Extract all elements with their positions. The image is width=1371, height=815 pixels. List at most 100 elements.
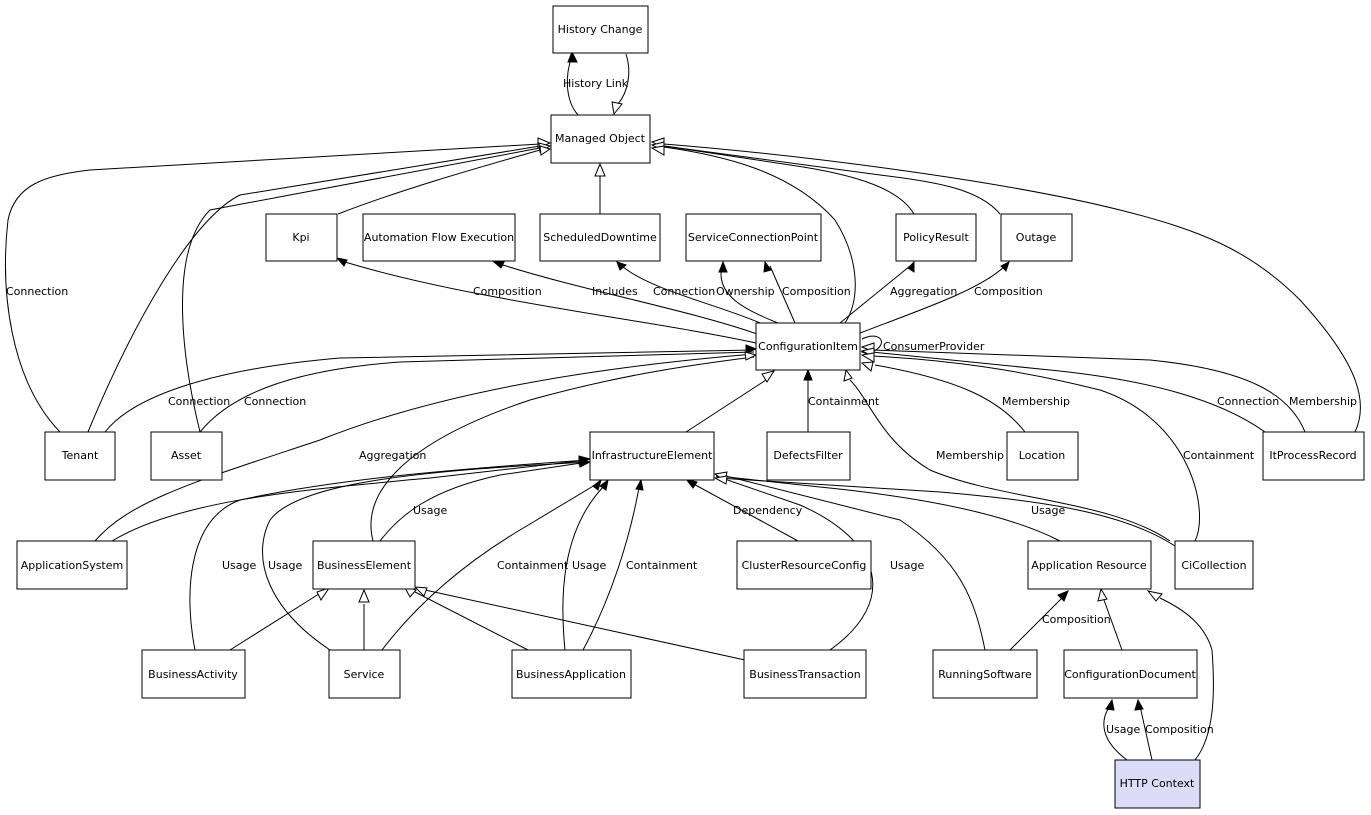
arrowhead	[763, 260, 772, 273]
node-kpi[interactable]: Kpi	[265, 213, 338, 262]
arrowhead	[594, 162, 606, 177]
node-defects-filter[interactable]: DefectsFilter	[766, 431, 851, 481]
node-business-transaction[interactable]: BusinessTransaction	[743, 649, 867, 699]
node-label: ClusterResourceConfig	[742, 559, 867, 572]
edge-label-history-link: History Link	[563, 77, 629, 90]
arrowhead	[492, 261, 505, 269]
node-label: Asset	[171, 449, 202, 462]
edge-be-ci	[370, 356, 755, 542]
node-automation-flow-execution[interactable]: Automation Flow Execution	[362, 213, 516, 262]
arrowhead	[650, 145, 665, 156]
edge-label-ci-consumer-provider: ConsumerProvider	[883, 340, 985, 353]
edge-ie-ci	[685, 379, 767, 433]
arrowhead	[1134, 698, 1144, 711]
edge-label-loc-ci-membership: Membership	[1002, 395, 1070, 408]
node-ci-collection[interactable]: CiCollection	[1174, 540, 1254, 590]
edge-label-http-cd-usage: Usage	[1106, 723, 1141, 736]
node-scheduled-downtime[interactable]: ScheduledDowntime	[539, 213, 661, 262]
edge-asset-mo	[182, 147, 541, 433]
edge-ci-pr	[839, 265, 911, 324]
arrowhead	[567, 50, 578, 63]
arrowhead	[860, 352, 875, 363]
node-cluster-resource-config[interactable]: ClusterResourceConfig	[736, 540, 872, 590]
node-outage[interactable]: Outage	[1000, 213, 1073, 262]
node-business-application[interactable]: BusinessApplication	[511, 649, 632, 699]
edge-label-ci-afe-includes: Includes	[592, 285, 638, 298]
node-label: History Change	[558, 23, 643, 36]
edge-ipr-ci-conn	[871, 351, 1266, 433]
edge-kpi-mo	[337, 149, 541, 215]
node-label: ConfigurationDocument	[1064, 668, 1196, 681]
edge-label-ci-pr-aggregation: Aggregation	[890, 285, 957, 298]
node-label: Location	[1019, 449, 1066, 462]
edge-ci-mo	[663, 146, 856, 324]
edge-tenant-ci	[104, 349, 755, 433]
edge-cic-ci-member	[849, 379, 1171, 542]
arrowhead	[1105, 698, 1115, 711]
node-configuration-document[interactable]: ConfigurationDocument	[1063, 649, 1198, 699]
arrowhead	[907, 260, 915, 273]
edge-ipr-ci-member	[871, 349, 1306, 433]
edge-label-asset-ci-connection: Connection	[244, 395, 306, 408]
node-policy-result[interactable]: PolicyResult	[895, 213, 977, 262]
node-asset[interactable]: Asset	[150, 431, 223, 481]
arrowhead	[413, 586, 428, 597]
node-label: Managed Object	[555, 132, 646, 145]
edge-outage-mo	[663, 145, 1001, 215]
edge-label-bapp-ie-containment: Containment	[626, 559, 698, 572]
arrowhead	[316, 587, 331, 601]
edge-cic-ci-contain	[871, 355, 1201, 542]
node-label: DefectsFilter	[773, 449, 843, 462]
node-it-process-record[interactable]: ItProcessRecord	[1262, 431, 1365, 481]
node-running-software[interactable]: RunningSoftware	[932, 649, 1038, 699]
arrowhead	[616, 261, 628, 271]
arrowhead	[539, 145, 552, 156]
node-label: ApplicationSystem	[21, 559, 123, 572]
node-configuration-item[interactable]: ConfigurationItem	[755, 322, 861, 371]
edge-bact-be	[229, 591, 323, 651]
edge-rs-ar	[1009, 597, 1063, 651]
edge-be-ie	[379, 461, 589, 542]
node-location[interactable]: Location	[1006, 431, 1079, 481]
arrowhead	[335, 257, 348, 267]
edge-svc-ie-usage	[262, 461, 589, 651]
edge-label-tenant-mo-connection: Connection	[6, 285, 68, 298]
arrowhead	[1057, 590, 1069, 602]
node-infrastructure-element[interactable]: InfrastructureElement	[589, 431, 715, 481]
edge-cic-ie	[717, 477, 1176, 547]
edge-ci-scp-comp	[769, 265, 796, 324]
arrowhead	[718, 260, 728, 273]
edge-pr-mo	[663, 145, 915, 215]
node-managed-object[interactable]: Managed Object	[550, 114, 651, 164]
edge-label-tenant-ci-connection: Connection	[168, 395, 230, 408]
node-business-activity[interactable]: BusinessActivity	[141, 649, 246, 699]
node-http-context[interactable]: HTTP Context	[1114, 759, 1201, 809]
node-application-resource[interactable]: Application Resource	[1027, 540, 1152, 590]
arrowhead	[843, 368, 853, 382]
edge-ipr-mo	[663, 143, 1361, 433]
node-tenant[interactable]: Tenant	[44, 431, 116, 481]
arrowhead	[761, 370, 776, 383]
arrowhead	[1000, 261, 1010, 272]
edge-http-cd-usage	[1103, 705, 1128, 761]
node-label: ItProcessRecord	[1269, 449, 1356, 462]
edge-appsys-ci	[94, 353, 755, 542]
node-history-change[interactable]: History Change	[552, 5, 649, 54]
arrowhead	[744, 351, 758, 361]
node-service-connection-point[interactable]: ServiceConnectionPoint	[685, 213, 822, 262]
node-application-system[interactable]: ApplicationSystem	[16, 540, 128, 590]
edge-ci-sd	[621, 265, 766, 326]
node-label: ConfigurationItem	[758, 340, 858, 353]
node-business-element[interactable]: BusinessElement	[312, 540, 416, 590]
node-service[interactable]: Service	[328, 649, 401, 699]
edge-appsys-ie	[111, 459, 589, 542]
arrowhead	[635, 478, 644, 491]
node-label: Application Resource	[1031, 559, 1147, 572]
node-label: ScheduledDowntime	[543, 231, 657, 244]
edge-http-cd-comp	[1139, 705, 1153, 761]
edge-label-cic-ci-membership: Membership	[936, 449, 1004, 462]
edge-label-ipr-ci-connection: Connection	[1217, 395, 1279, 408]
edge-label-cic-ie-usage: Usage	[1031, 504, 1066, 517]
edge-tenant-mo-b	[87, 145, 541, 433]
arrowhead	[358, 588, 370, 603]
